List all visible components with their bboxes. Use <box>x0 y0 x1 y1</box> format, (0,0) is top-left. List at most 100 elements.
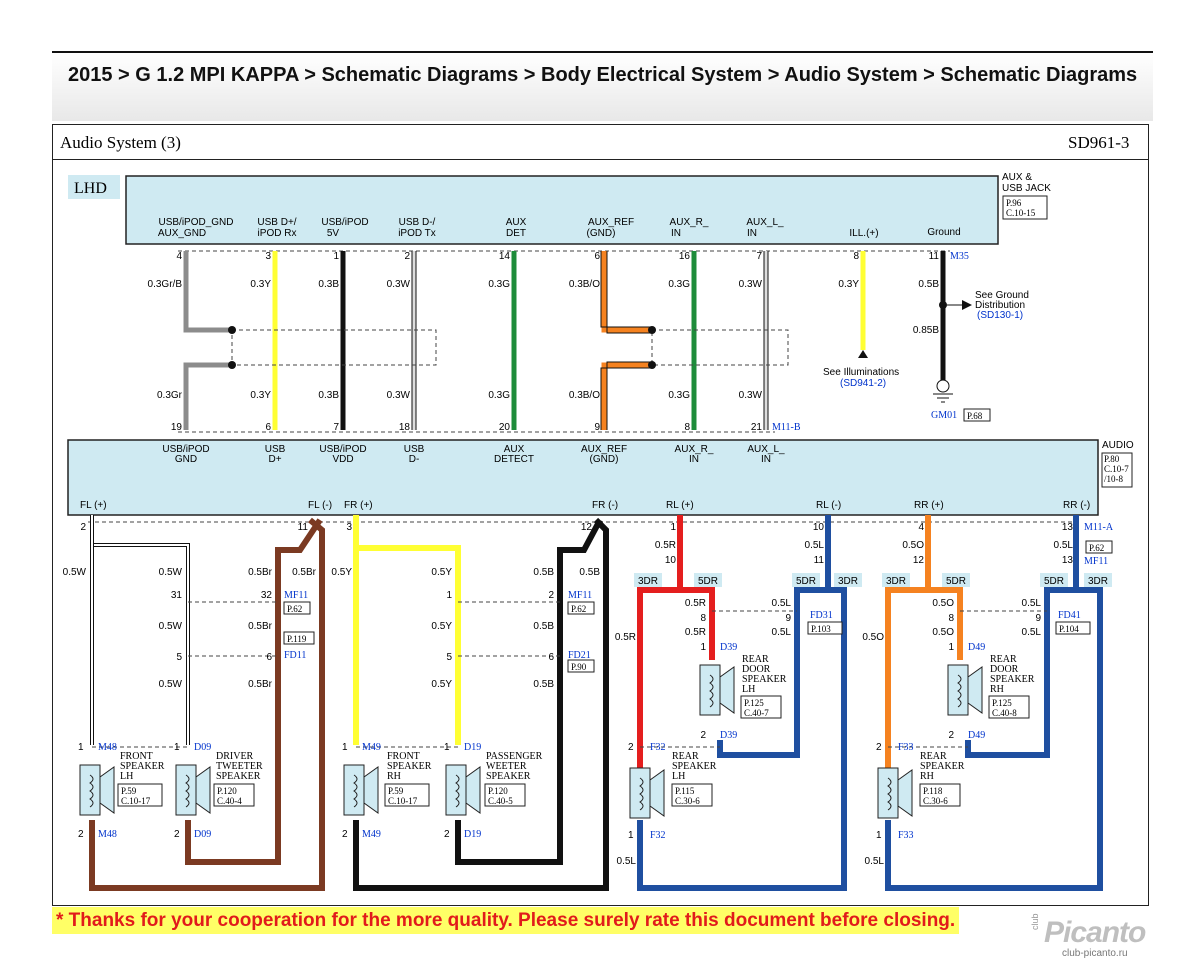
speaker-front-lh: 1 M48 2 M48 FRONT SPEAKER LH P.59 C.10-1… <box>78 742 165 840</box>
svg-text:6: 6 <box>594 251 600 262</box>
svg-text:0.3B/O: 0.3B/O <box>569 390 600 401</box>
svg-text:0.5Y: 0.5Y <box>431 567 452 578</box>
svg-text:1: 1 <box>700 642 706 653</box>
pin-label: iPOD Rx <box>258 228 297 239</box>
gm01-link[interactable]: GM01 <box>931 410 957 421</box>
header-bar <box>52 53 1153 121</box>
svg-text:0.5Br: 0.5Br <box>248 621 273 632</box>
svg-text:RR (-): RR (-) <box>1063 500 1090 511</box>
svg-text:SPEAKER: SPEAKER <box>990 674 1035 685</box>
svg-text:2: 2 <box>444 829 450 840</box>
speaker-rear-door-lh: D39 D39 REAR DOOR SPEAKER LH P.125 C.40-… <box>699 642 787 741</box>
svg-text:0.3G: 0.3G <box>668 279 690 290</box>
svg-text:DRIVER: DRIVER <box>216 751 254 762</box>
svg-text:IN: IN <box>689 454 699 465</box>
svg-text:0.3Gr/B: 0.3Gr/B <box>148 279 183 290</box>
fd31-link[interactable]: FD31 <box>810 610 833 621</box>
svg-text:SPEAKER: SPEAKER <box>120 761 165 772</box>
svg-text:0.85B: 0.85B <box>913 325 939 336</box>
m35-link[interactable]: M35 <box>950 251 969 262</box>
svg-text:2: 2 <box>548 590 554 601</box>
svg-text:FRONT: FRONT <box>120 751 153 762</box>
svg-text:0.3W: 0.3W <box>387 390 411 401</box>
fd21-link[interactable]: FD21 <box>568 650 591 661</box>
pin-label: IN <box>671 228 681 239</box>
fd41-ref: P.104 <box>1059 624 1079 634</box>
svg-text:0.5Y: 0.5Y <box>431 679 452 690</box>
svg-text:2: 2 <box>948 730 954 741</box>
svg-text:3DR: 3DR <box>638 576 658 587</box>
mf11-right-link[interactable]: MF11 <box>1084 556 1108 567</box>
fd11-link[interactable]: FD11 <box>284 650 306 661</box>
svg-text:13: 13 <box>1062 522 1074 533</box>
svg-text:SPEAKER: SPEAKER <box>387 761 432 772</box>
svg-text:0.5R: 0.5R <box>685 598 706 609</box>
svg-text:SPEAKER: SPEAKER <box>486 771 531 782</box>
audio-ref3: /10-8 <box>1104 474 1123 484</box>
speaker-driver-tweeter: 1 D09 2 D09 DRIVER TWEETER SPEAKER P.120… <box>174 742 263 840</box>
svg-text:0.5R: 0.5R <box>615 632 636 643</box>
svg-text:1: 1 <box>628 830 634 841</box>
svg-text:12: 12 <box>581 522 593 533</box>
svg-text:SPEAKER: SPEAKER <box>672 761 717 772</box>
svg-text:0.5B: 0.5B <box>579 567 600 578</box>
svg-text:LH: LH <box>742 684 755 695</box>
svg-text:DOOR: DOOR <box>990 664 1019 675</box>
fd41-link[interactable]: FD41 <box>1058 610 1081 621</box>
svg-text:LH: LH <box>672 771 685 782</box>
svg-text:0.5B: 0.5B <box>533 621 554 632</box>
svg-text:0.5L: 0.5L <box>1054 540 1074 551</box>
m11b-link[interactable]: M11-B <box>772 422 801 433</box>
svg-text:RH: RH <box>990 684 1004 695</box>
svg-text:1: 1 <box>444 742 450 753</box>
svg-text:F32: F32 <box>650 742 666 753</box>
svg-text:VDD: VDD <box>332 454 353 465</box>
svg-text:0.5Y: 0.5Y <box>331 567 352 578</box>
ground-dist-ref[interactable]: (SD130-1) <box>977 310 1023 321</box>
svg-text:5: 5 <box>176 652 182 663</box>
svg-text:WEETER: WEETER <box>486 761 527 772</box>
pin-label: AUX_R_ <box>670 217 709 228</box>
svg-text:SPEAKER: SPEAKER <box>216 771 261 782</box>
svg-text:0.3G: 0.3G <box>488 279 510 290</box>
svg-text:AUX: AUX <box>504 444 525 455</box>
svg-text:0.5O: 0.5O <box>932 627 954 638</box>
svg-text:3DR: 3DR <box>1088 576 1108 587</box>
svg-text:0.5L: 0.5L <box>1022 627 1042 638</box>
svg-text:C.30-6: C.30-6 <box>923 796 948 806</box>
svg-text:0.5R: 0.5R <box>685 627 706 638</box>
svg-text:13: 13 <box>1062 555 1074 566</box>
illum-ref[interactable]: (SD941-2) <box>840 378 886 389</box>
speaker-passenger-tweeter: 1 D19 2 D19 PASSENGER WEETER SPEAKER P.1… <box>444 742 543 840</box>
svg-text:FRONT: FRONT <box>387 751 420 762</box>
pin-label: AUX_L_ <box>746 217 784 228</box>
pin-label: AUX_GND <box>158 228 206 239</box>
svg-text:8: 8 <box>948 613 954 624</box>
svg-text:3DR: 3DR <box>838 576 858 587</box>
svg-text:1: 1 <box>670 522 676 533</box>
svg-text:D49: D49 <box>968 730 985 741</box>
svg-text:0.5L: 0.5L <box>1022 598 1042 609</box>
svg-text:TWEETER: TWEETER <box>216 761 263 772</box>
aux-jack-name-1: AUX & <box>1002 172 1032 183</box>
pin-label: USB/iPOD_GND <box>158 217 233 228</box>
svg-text:10: 10 <box>665 555 677 566</box>
svg-text:6: 6 <box>548 652 554 663</box>
mf11-link-2[interactable]: MF11 <box>568 590 592 601</box>
footer-notice: * Thanks for your cooperation for the mo… <box>52 907 960 934</box>
pin-label: ILL.(+) <box>849 228 878 239</box>
audio-unit-box <box>67 439 1099 516</box>
pin-label: USB D+/ <box>257 217 296 228</box>
m11a-link[interactable]: M11-A <box>1084 522 1114 533</box>
breadcrumb[interactable]: 2015 > G 1.2 MPI KAPPA > Schematic Diagr… <box>68 64 1138 86</box>
svg-text:SPEAKER: SPEAKER <box>742 674 787 685</box>
svg-text:0.5B: 0.5B <box>533 567 554 578</box>
svg-text:PASSENGER: PASSENGER <box>486 751 543 762</box>
svg-text:2: 2 <box>404 251 410 262</box>
svg-text:11: 11 <box>929 251 940 262</box>
watermark-logo: club Picanto club-picanto.ru <box>1028 913 1178 964</box>
mf11-link[interactable]: MF11 <box>284 590 308 601</box>
svg-text:2: 2 <box>628 742 634 753</box>
svg-text:C.40-4: C.40-4 <box>217 796 242 806</box>
